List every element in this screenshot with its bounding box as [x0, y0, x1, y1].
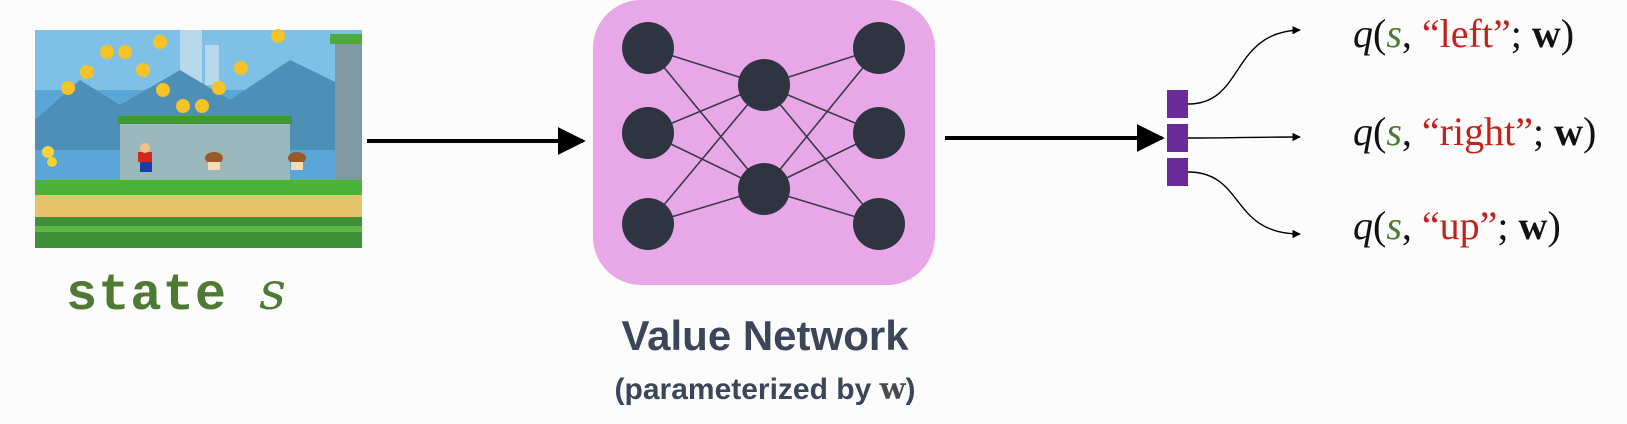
network-box: [593, 0, 935, 285]
q-value-left: q(s, “left”; w): [1353, 11, 1575, 56]
hidden-node: [738, 163, 790, 215]
branch-arrow-left: [1187, 26, 1301, 105]
output-cell-left: [1167, 90, 1188, 118]
network-title: Value Network: [621, 312, 909, 359]
state-label: state s: [66, 262, 287, 325]
output-node: [853, 198, 905, 250]
branch-arrow-right: [1187, 132, 1301, 142]
input-node: [622, 198, 674, 250]
input-node: [622, 107, 674, 159]
input-node: [622, 22, 674, 74]
weight-variable: w: [879, 372, 906, 407]
network-subtitle: (parameterized by w): [614, 372, 916, 407]
state-variable: s: [259, 262, 287, 322]
q-value-right: q(s, “right”; w): [1353, 109, 1597, 154]
output-cell-up: [1167, 158, 1188, 186]
branch-arrow-up: [1187, 171, 1301, 239]
output-cell-right: [1167, 124, 1188, 152]
game-screenshot: [35, 29, 362, 248]
state-word: state: [66, 266, 228, 325]
hidden-node: [738, 59, 790, 111]
output-node: [853, 107, 905, 159]
q-value-up: q(s, “up”; w): [1353, 203, 1561, 248]
output-node: [853, 22, 905, 74]
